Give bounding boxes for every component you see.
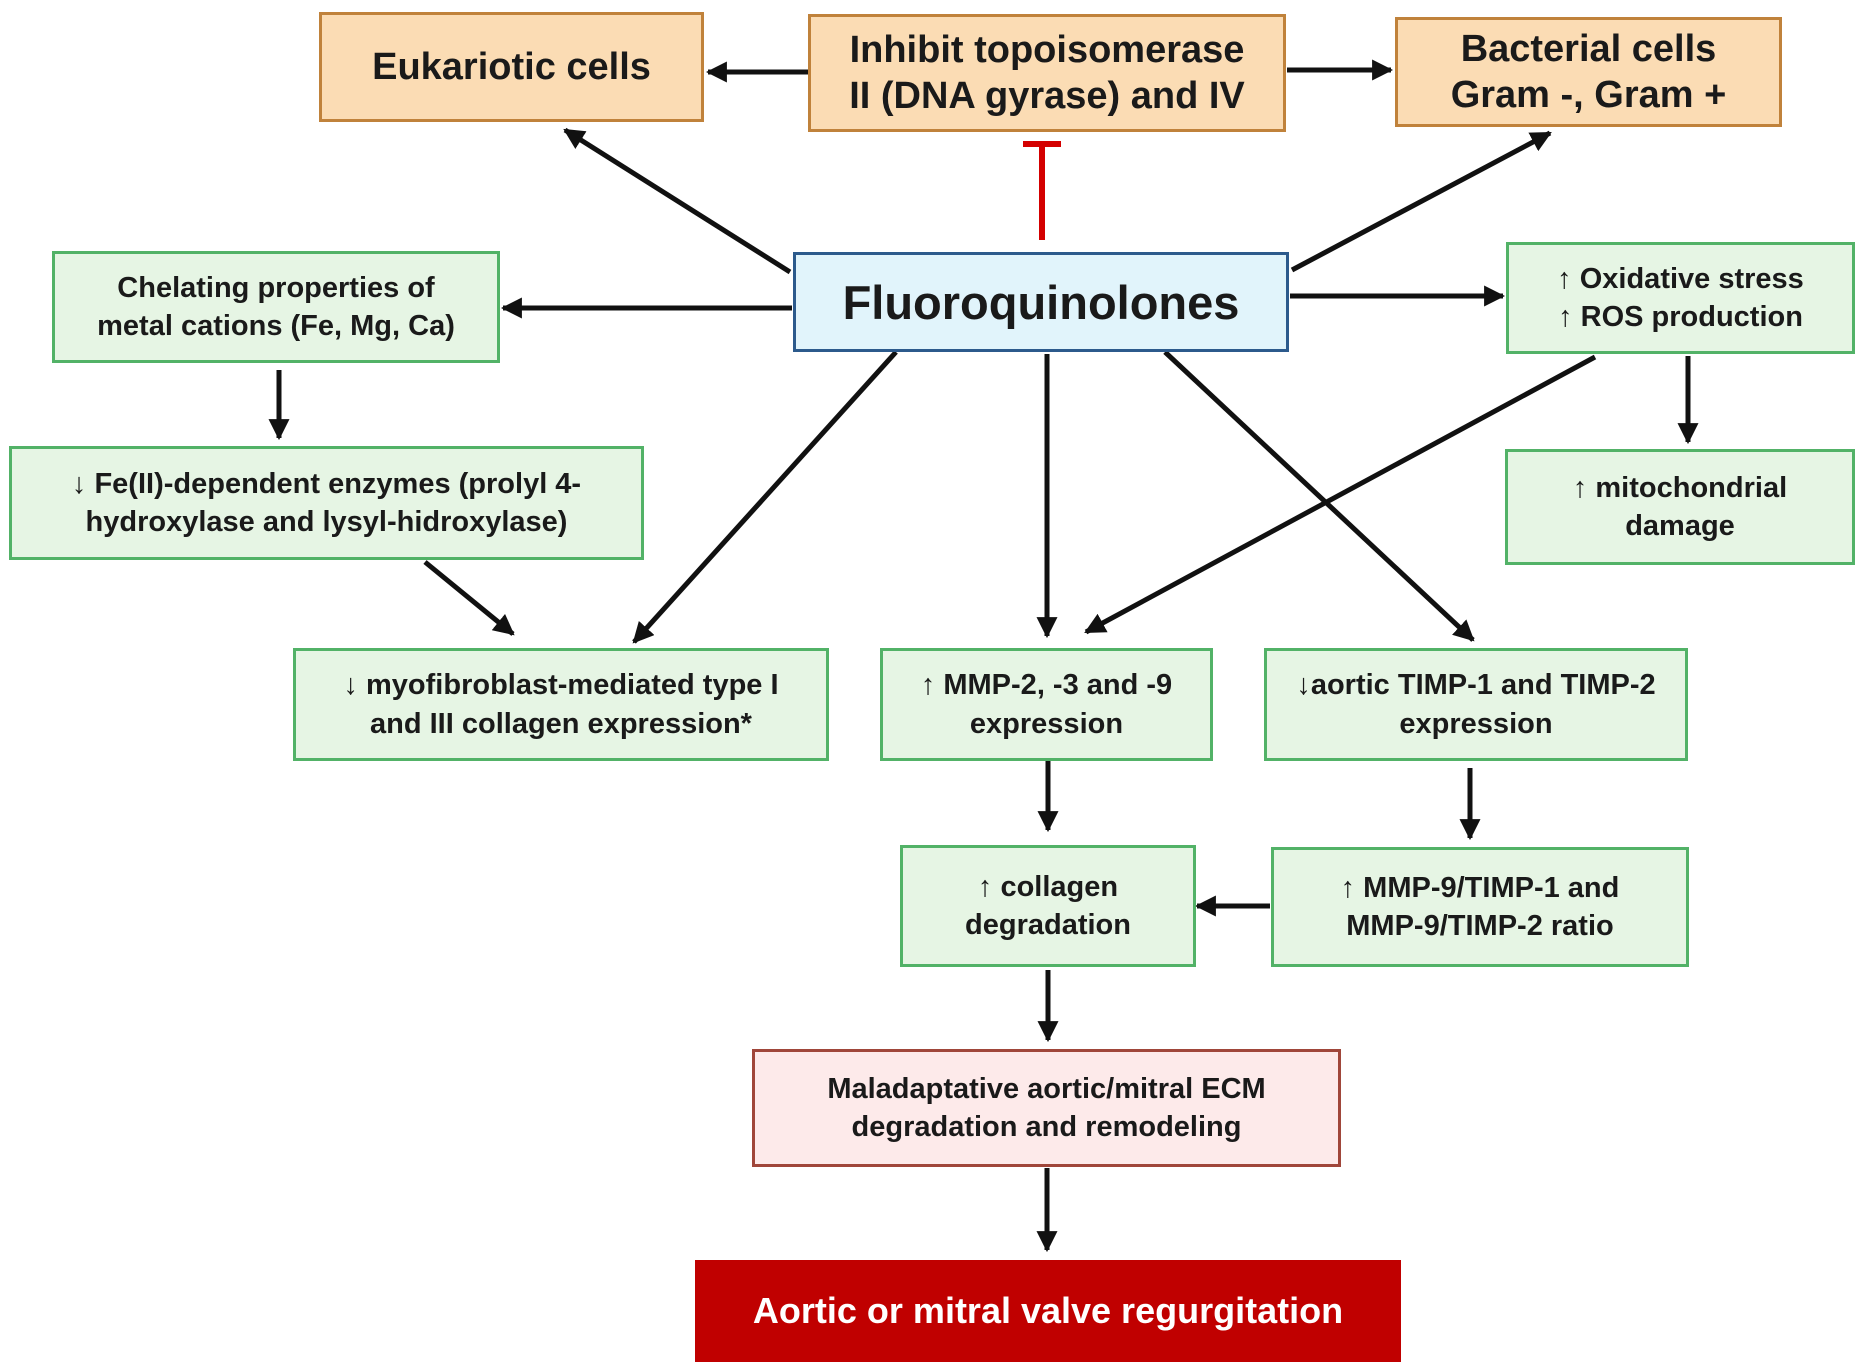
mitochondrial-damage-box: ↑ mitochondrial damage bbox=[1505, 449, 1855, 565]
topoisomerase-line-1: Inhibit topoisomerase bbox=[849, 28, 1245, 71]
arrow-oxidative-to-mmp bbox=[1084, 354, 1597, 635]
chelating-line-2: metal cations (Fe, Mg, Ca) bbox=[97, 310, 455, 342]
myofibroblast-box: ↓ myofibroblast-mediated type I and III … bbox=[293, 648, 829, 761]
ecm-remodeling-box: Maladaptative aortic/mitral ECM degradat… bbox=[752, 1049, 1341, 1167]
myofib-line-2: and III collagen expression* bbox=[370, 707, 752, 740]
mito-line-1: ↑ mitochondrial bbox=[1572, 471, 1788, 504]
mmp-timp-ratio-box: ↑ MMP-9/TIMP-1 and MMP-9/TIMP-2 ratio bbox=[1271, 847, 1689, 967]
arrow-fe-enzymes-to-myofib bbox=[423, 560, 515, 636]
collagen-line-2: degradation bbox=[965, 909, 1131, 941]
oxidative-line-1: ↑ Oxidative stress bbox=[1557, 262, 1804, 295]
bacterial-line-2: Gram -, Gram + bbox=[1450, 74, 1727, 116]
ratio-line-2: MMP-9/TIMP-2 ratio bbox=[1346, 910, 1614, 942]
ecm-line-2: degradation and remodeling bbox=[851, 1111, 1242, 1143]
myofib-line-1: ↓ myofibroblast-mediated type I bbox=[343, 669, 779, 702]
bacterial-line-1: Bacterial cells bbox=[1460, 27, 1717, 70]
mito-line-2: damage bbox=[1625, 510, 1735, 542]
fe-enzymes-line-1: ↓ Fe(II)-dependent enzymes (prolyl 4- bbox=[71, 467, 582, 500]
eukariotic-cells-label: Eukariotic cells bbox=[372, 45, 651, 88]
valve-regurgitation-label: Aortic or mitral valve regurgitation bbox=[752, 1290, 1344, 1331]
ratio-line-1: ↑ MMP-9/TIMP-1 and bbox=[1340, 871, 1620, 904]
eukariotic-cells-box: Eukariotic cells bbox=[319, 12, 704, 122]
mmp-line-1: ↑ MMP-2, -3 and -9 bbox=[920, 669, 1173, 702]
chelating-line-1: Chelating properties of bbox=[117, 271, 435, 304]
collagen-degradation-box: ↑ collagen degradation bbox=[900, 845, 1196, 967]
topoisomerase-line-2: II (DNA gyrase) and IV bbox=[849, 75, 1245, 117]
mmp-line-2: expression bbox=[969, 707, 1124, 740]
oxidative-line-2: ↑ ROS production bbox=[1558, 301, 1803, 333]
oxidative-stress-box: ↑ Oxidative stress ↑ ROS production bbox=[1506, 242, 1855, 354]
inhibition-marker bbox=[1023, 141, 1061, 240]
arrow-fluoro-to-eukariotic bbox=[563, 127, 792, 275]
mmp-expression-box: ↑ MMP-2, -3 and -9 expression bbox=[880, 648, 1213, 761]
timp-expression-box: ↓aortic TIMP-1 and TIMP-2 expression bbox=[1264, 648, 1688, 761]
bacterial-cells-box: Bacterial cells Gram -, Gram + bbox=[1395, 17, 1782, 127]
fluoroquinolones-box: Fluoroquinolones bbox=[793, 252, 1289, 352]
fluoroquinolones-label: Fluoroquinolones bbox=[842, 275, 1240, 329]
timp-line-2: expression bbox=[1399, 707, 1553, 740]
fe-enzymes-line-2: hydroxylase and lysyl-hidroxylase) bbox=[85, 506, 568, 538]
arrow-fluoro-to-myofib bbox=[632, 350, 898, 644]
chelating-box: Chelating properties of metal cations (F… bbox=[52, 251, 500, 363]
ecm-line-1: Maladaptative aortic/mitral ECM bbox=[827, 1072, 1266, 1105]
fe-enzymes-box: ↓ Fe(II)-dependent enzymes (prolyl 4- hy… bbox=[9, 446, 644, 560]
collagen-line-1: ↑ collagen bbox=[977, 870, 1119, 903]
arrow-fluoro-to-timp bbox=[1163, 350, 1475, 642]
arrow-fluoro-to-bacterial bbox=[1290, 130, 1552, 273]
valve-regurgitation-box: Aortic or mitral valve regurgitation bbox=[695, 1260, 1401, 1362]
timp-line-1: ↓aortic TIMP-1 and TIMP-2 bbox=[1296, 669, 1656, 702]
topoisomerase-box: Inhibit topoisomerase II (DNA gyrase) an… bbox=[808, 14, 1286, 132]
